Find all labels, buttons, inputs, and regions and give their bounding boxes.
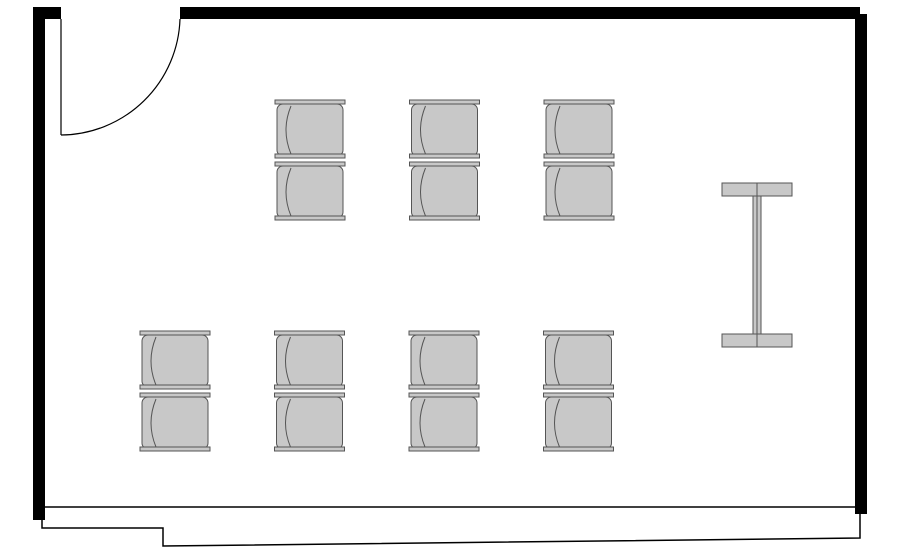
lectern-table: [721, 182, 793, 348]
chair: [543, 161, 615, 221]
chair-pair: [274, 330, 345, 452]
chair: [543, 99, 615, 159]
chair: [274, 99, 346, 159]
chair: [408, 392, 480, 452]
chair: [543, 330, 614, 390]
wall-left: [33, 7, 45, 520]
chair-pair: [274, 99, 346, 221]
chair: [409, 99, 480, 159]
chair-pair: [543, 330, 614, 452]
chair-pair: [543, 99, 615, 221]
chair: [139, 330, 211, 390]
door: [60, 18, 181, 136]
door-swing-arc: [60, 18, 181, 136]
wall-top: [180, 7, 860, 19]
chair-pair: [139, 330, 211, 452]
wall-right: [855, 14, 867, 514]
chair: [409, 161, 480, 221]
chair: [139, 392, 211, 452]
bottom-wall: [41, 506, 861, 547]
chair: [408, 330, 480, 390]
chair: [274, 330, 345, 390]
chairs-layer: [139, 99, 615, 452]
chair-pair: [408, 330, 480, 452]
chair: [274, 392, 345, 452]
chair: [543, 392, 614, 452]
chair-pair: [409, 99, 480, 221]
chair: [274, 161, 346, 221]
walls: [33, 7, 867, 520]
